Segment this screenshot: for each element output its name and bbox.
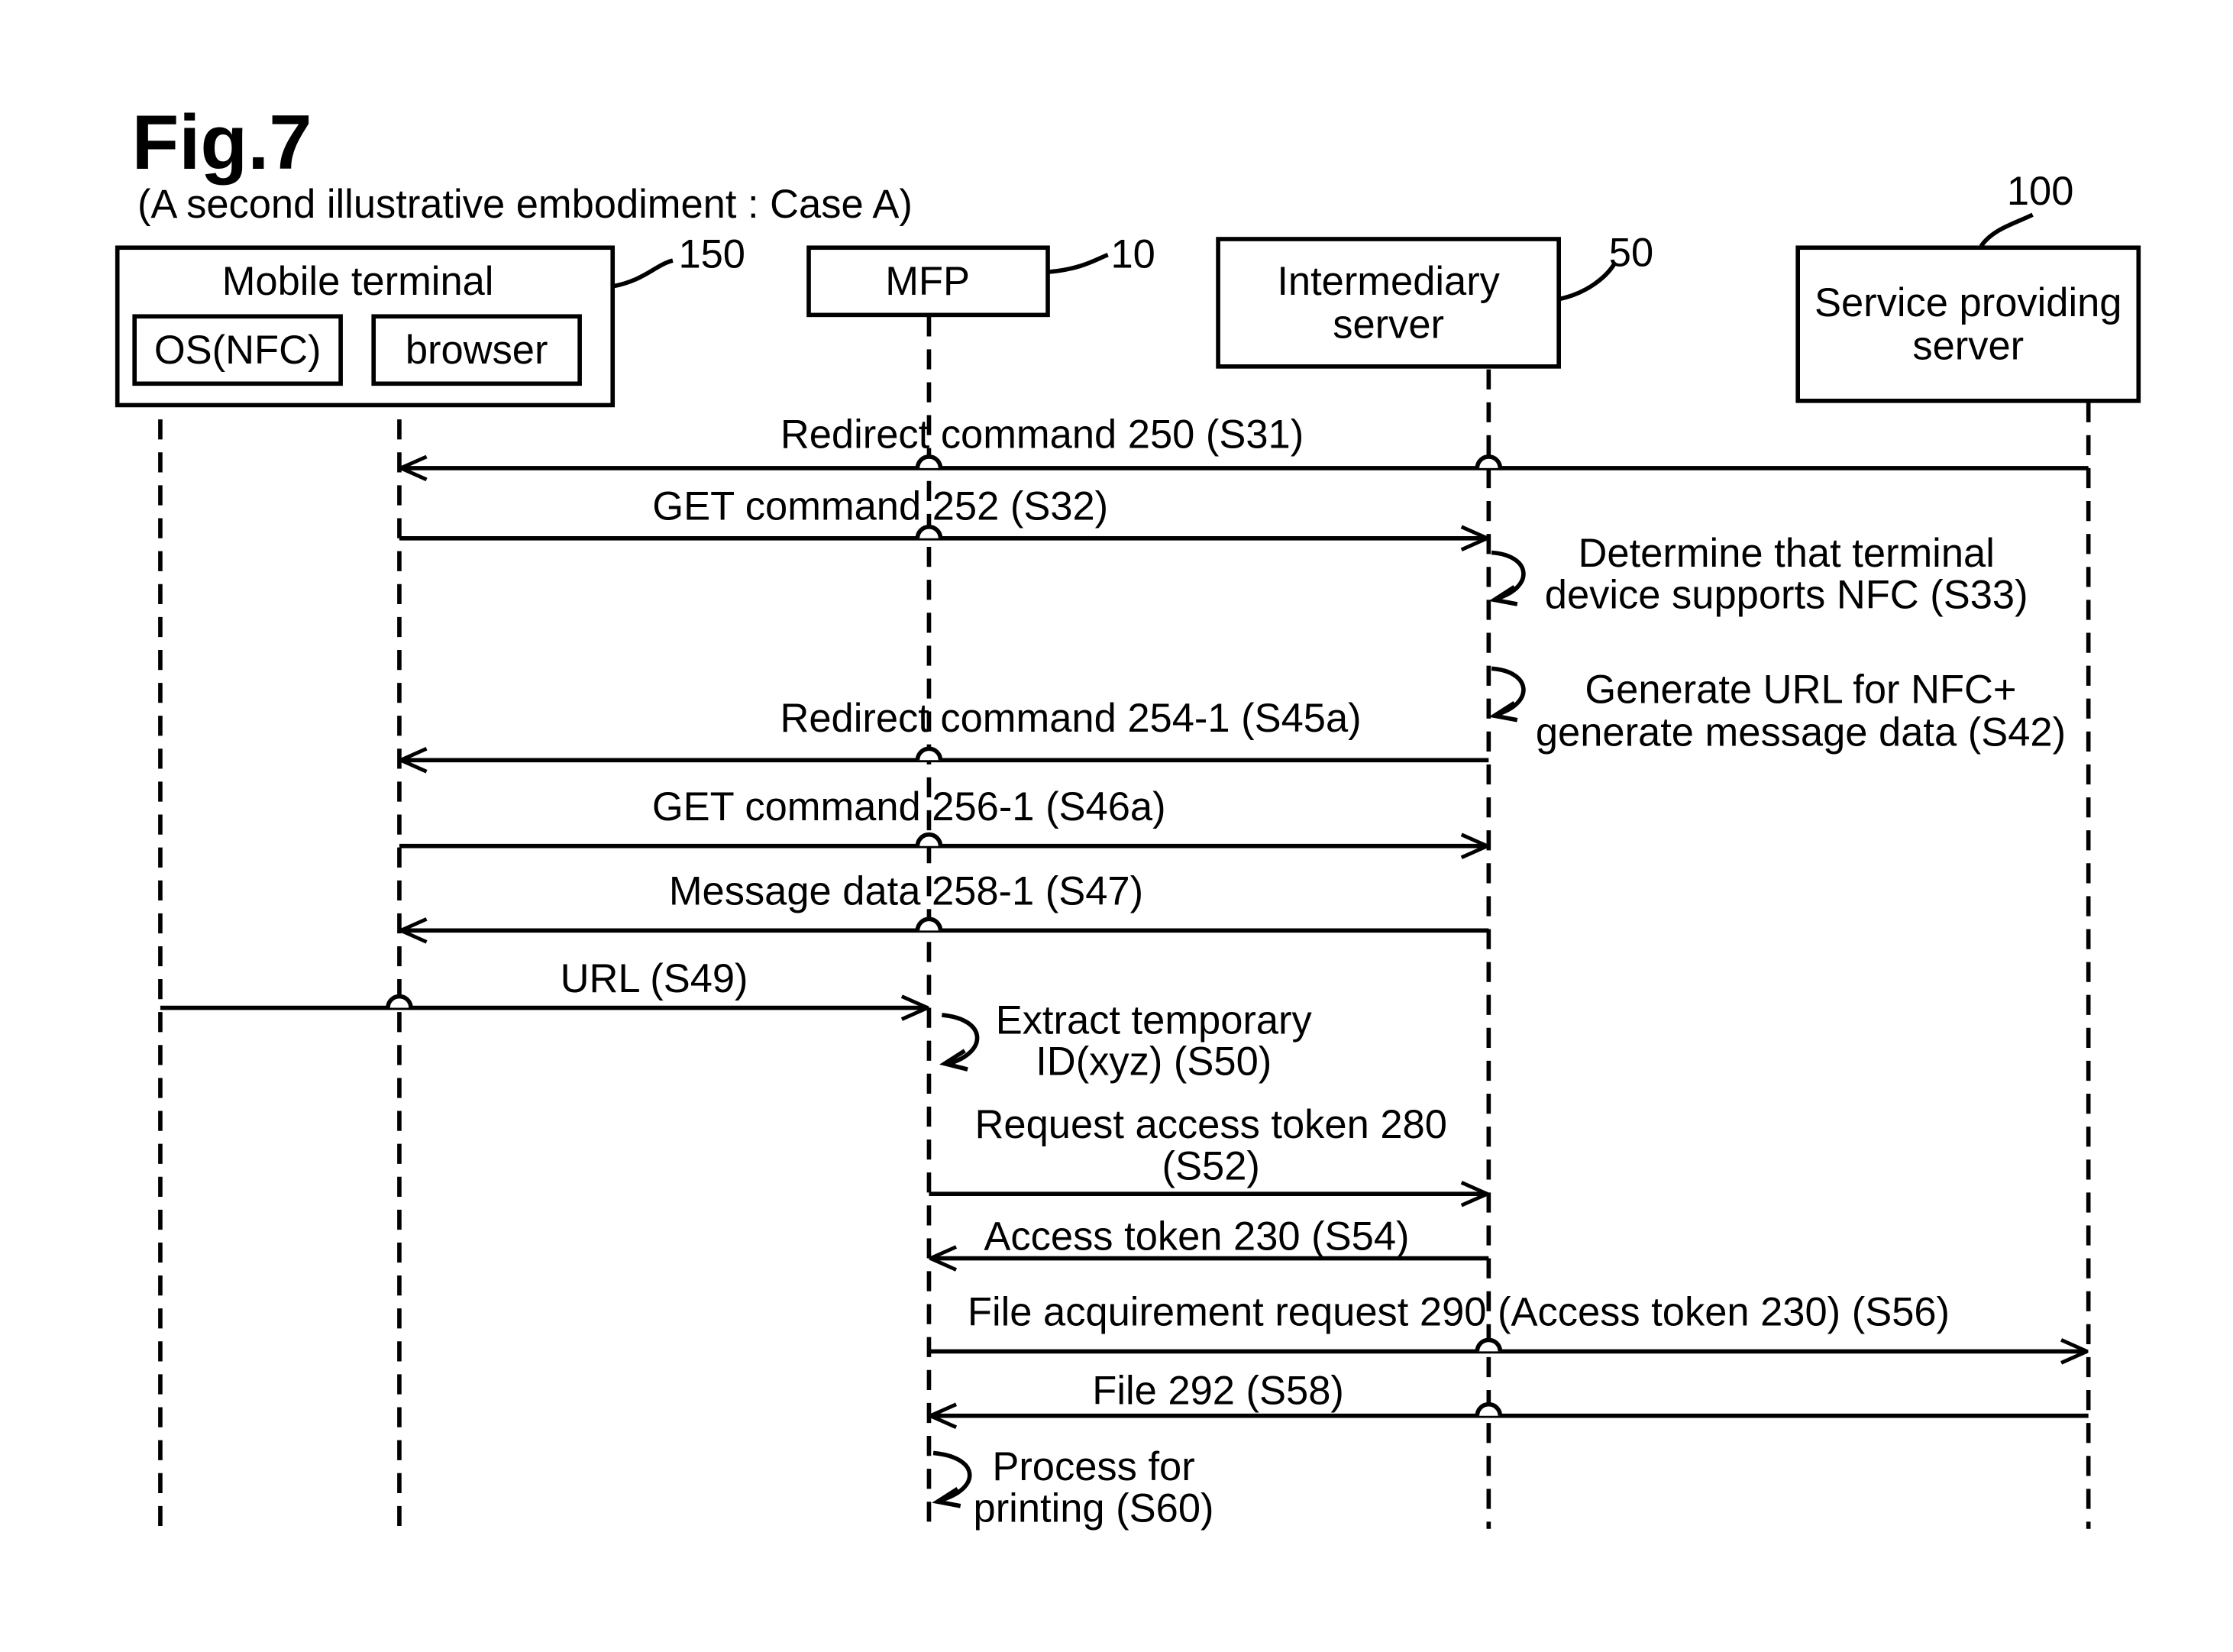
process-s42: Generate URL for NFC+ generate message d… — [1491, 667, 2066, 755]
ref-leader-10 — [1048, 255, 1108, 272]
ref-leader-150 — [612, 260, 673, 286]
message-s52-line1: Request access token 280 — [975, 1102, 1447, 1147]
message-s31-label: Redirect command 250 (S31) — [780, 412, 1304, 457]
process-s42-line1: Generate URL for NFC+ — [1585, 667, 2016, 712]
process-s50-line2: ID(xyz) (S50) — [1036, 1039, 1272, 1085]
message-s49-label: URL (S49) — [561, 956, 748, 1001]
mobile-terminal-box: Mobile terminal OS(NFC) browser — [118, 247, 613, 405]
process-s60: Process for printing (S60) — [933, 1444, 1213, 1531]
message-s52-line2: (S52) — [1162, 1143, 1260, 1188]
process-s33: Determine that terminal device supports … — [1491, 531, 2028, 617]
message-s56-label: File acquirement request 290 (Access tok… — [968, 1290, 1950, 1335]
process-s60-line2: printing (S60) — [974, 1486, 1214, 1531]
intermediary-server-label-line2: server — [1333, 302, 1444, 347]
message-s45a-label: Redirect command 254-1 (S45a) — [780, 696, 1361, 741]
ref-number-10: 10 — [1111, 232, 1155, 277]
message-s32-label: GET command 252 (S32) — [652, 483, 1108, 529]
process-s50: Extract temporary ID(xyz) (S50) — [942, 997, 1312, 1084]
os-nfc-label: OS(NFC) — [154, 328, 322, 373]
message-s47: Message data 258-1 (S47) — [401, 869, 1489, 931]
ref-leader-50 — [1559, 263, 1614, 299]
browser-label: browser — [406, 328, 548, 373]
ref-number-50: 50 — [1609, 231, 1653, 276]
message-s52: Request access token 280 (S52) — [929, 1102, 1487, 1194]
message-s54: Access token 230 (S54) — [930, 1214, 1488, 1259]
ref-number-100: 100 — [2007, 169, 2074, 214]
message-s32: GET command 252 (S32) — [399, 483, 1488, 538]
message-s46a-label: GET command 256-1 (S46a) — [652, 784, 1166, 829]
service-providing-server-label-line1: Service providing — [1815, 280, 2122, 325]
ref-number-150: 150 — [678, 232, 745, 277]
mfp-label: MFP — [885, 259, 970, 304]
figure-title: Fig.7 — [131, 99, 312, 186]
message-s45a: Redirect command 254-1 (S45a) — [401, 696, 1489, 760]
process-s42-line2: generate message data (S42) — [1536, 710, 2066, 755]
message-s47-label: Message data 258-1 (S47) — [669, 869, 1143, 914]
message-s46a: GET command 256-1 (S46a) — [399, 784, 1488, 846]
message-s58-label: File 292 (S58) — [1092, 1369, 1344, 1414]
intermediary-server-label-line1: Intermediary — [1277, 259, 1500, 304]
process-s33-line1: Determine that terminal — [1579, 531, 1995, 576]
message-s56: File acquirement request 290 (Access tok… — [929, 1290, 2086, 1352]
figure-subtitle: (A second illustrative embodiment : Case… — [137, 182, 913, 227]
message-s58: File 292 (S58) — [930, 1369, 2088, 1416]
mobile-terminal-label: Mobile terminal — [222, 259, 494, 304]
message-s54-label: Access token 230 (S54) — [984, 1214, 1409, 1259]
message-s31: Redirect command 250 (S31) — [401, 412, 2089, 468]
process-s50-line1: Extract temporary — [996, 997, 1313, 1043]
message-s49: URL (S49) — [160, 956, 928, 1008]
service-providing-server-label-line2: server — [1912, 323, 2024, 368]
ref-leader-100 — [1981, 215, 2032, 246]
process-s33-line2: device supports NFC (S33) — [1545, 573, 2028, 618]
process-s60-line1: Process for — [992, 1444, 1194, 1489]
